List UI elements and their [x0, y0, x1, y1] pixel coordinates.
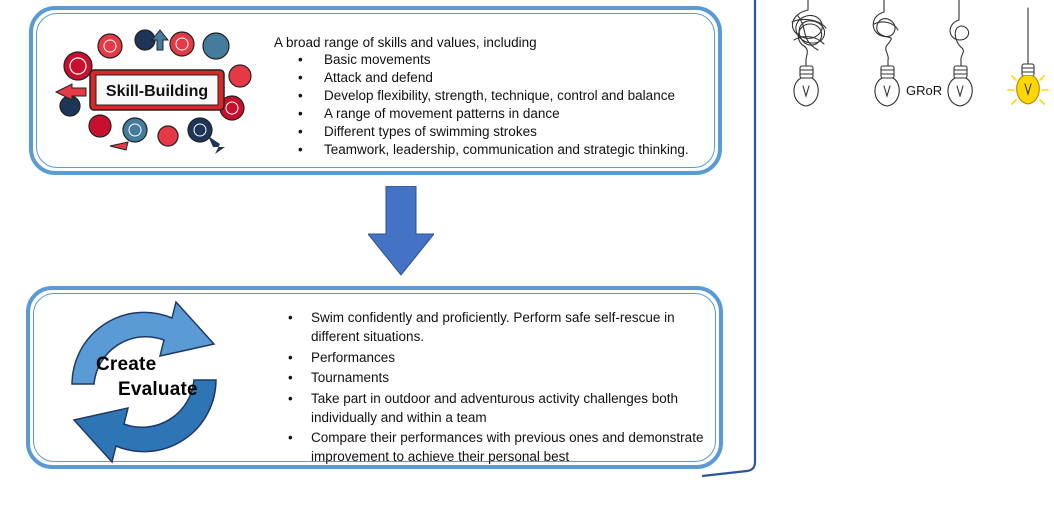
- skill-item: •Basic movements: [298, 52, 431, 67]
- outcomes-list: •Swim confidently and proficiently. Perf…: [284, 308, 704, 468]
- create-evaluate-cycle-icon: [71, 300, 217, 464]
- down-arrow-icon: [368, 186, 434, 276]
- bullet: •: [288, 349, 293, 365]
- tangled-bulb-icon: [791, 0, 827, 107]
- skill-building-illustration: Skill-Building: [54, 29, 252, 154]
- bullet: •: [288, 390, 293, 406]
- skill-list: •Basic movements •Attack and defend •Dev…: [275, 51, 689, 159]
- skill-item: •Attack and defend: [298, 70, 433, 85]
- outcome-item: •Compare their performances with previou…: [288, 430, 704, 464]
- outcome-item: •Swim confidently and proficiently. Perf…: [288, 310, 675, 344]
- tangled-bulb-icon: [872, 0, 900, 107]
- light-bulbs-illustration: [791, 0, 1049, 107]
- skill-item: •Different types of swimming strokes: [298, 124, 537, 139]
- bullet: •: [288, 370, 293, 385]
- side-bracket-line: [701, 0, 757, 478]
- create-label: Create: [96, 354, 157, 375]
- lit-bulb-icon: [1007, 7, 1049, 105]
- skill-building-badge-text: Skill-Building: [106, 83, 208, 100]
- bullet: •: [298, 88, 303, 103]
- bullet: •: [288, 430, 293, 445]
- bullet: •: [288, 310, 293, 325]
- bullet: •: [298, 142, 303, 157]
- evaluate-label: Evaluate: [118, 379, 198, 400]
- gror-label: GRoR: [906, 83, 943, 98]
- tangled-bulb-icon: [947, 0, 973, 107]
- bullet: •: [298, 52, 303, 67]
- outcome-item: •Performances: [288, 349, 396, 365]
- skill-item: •Develop flexibility, strength, techniqu…: [298, 88, 675, 103]
- skill-item: •Teamwork, leadership, communication and…: [298, 142, 689, 157]
- bullet: •: [298, 124, 303, 139]
- bullet: •: [298, 70, 303, 85]
- outcome-item: •Take part in outdoor and adventurous ac…: [288, 390, 678, 425]
- skill-building-intro: A broad range of skills and values, incl…: [274, 35, 537, 50]
- bullet: •: [298, 106, 303, 121]
- outcome-item: •Tournaments: [288, 370, 390, 385]
- skill-item: •A range of movement patterns in dance: [298, 106, 560, 121]
- skill-building-panel: Skill-Building A broad range of skills a…: [29, 6, 722, 175]
- outcomes-panel: Create Evaluate •Swim confidently and pr…: [26, 286, 723, 469]
